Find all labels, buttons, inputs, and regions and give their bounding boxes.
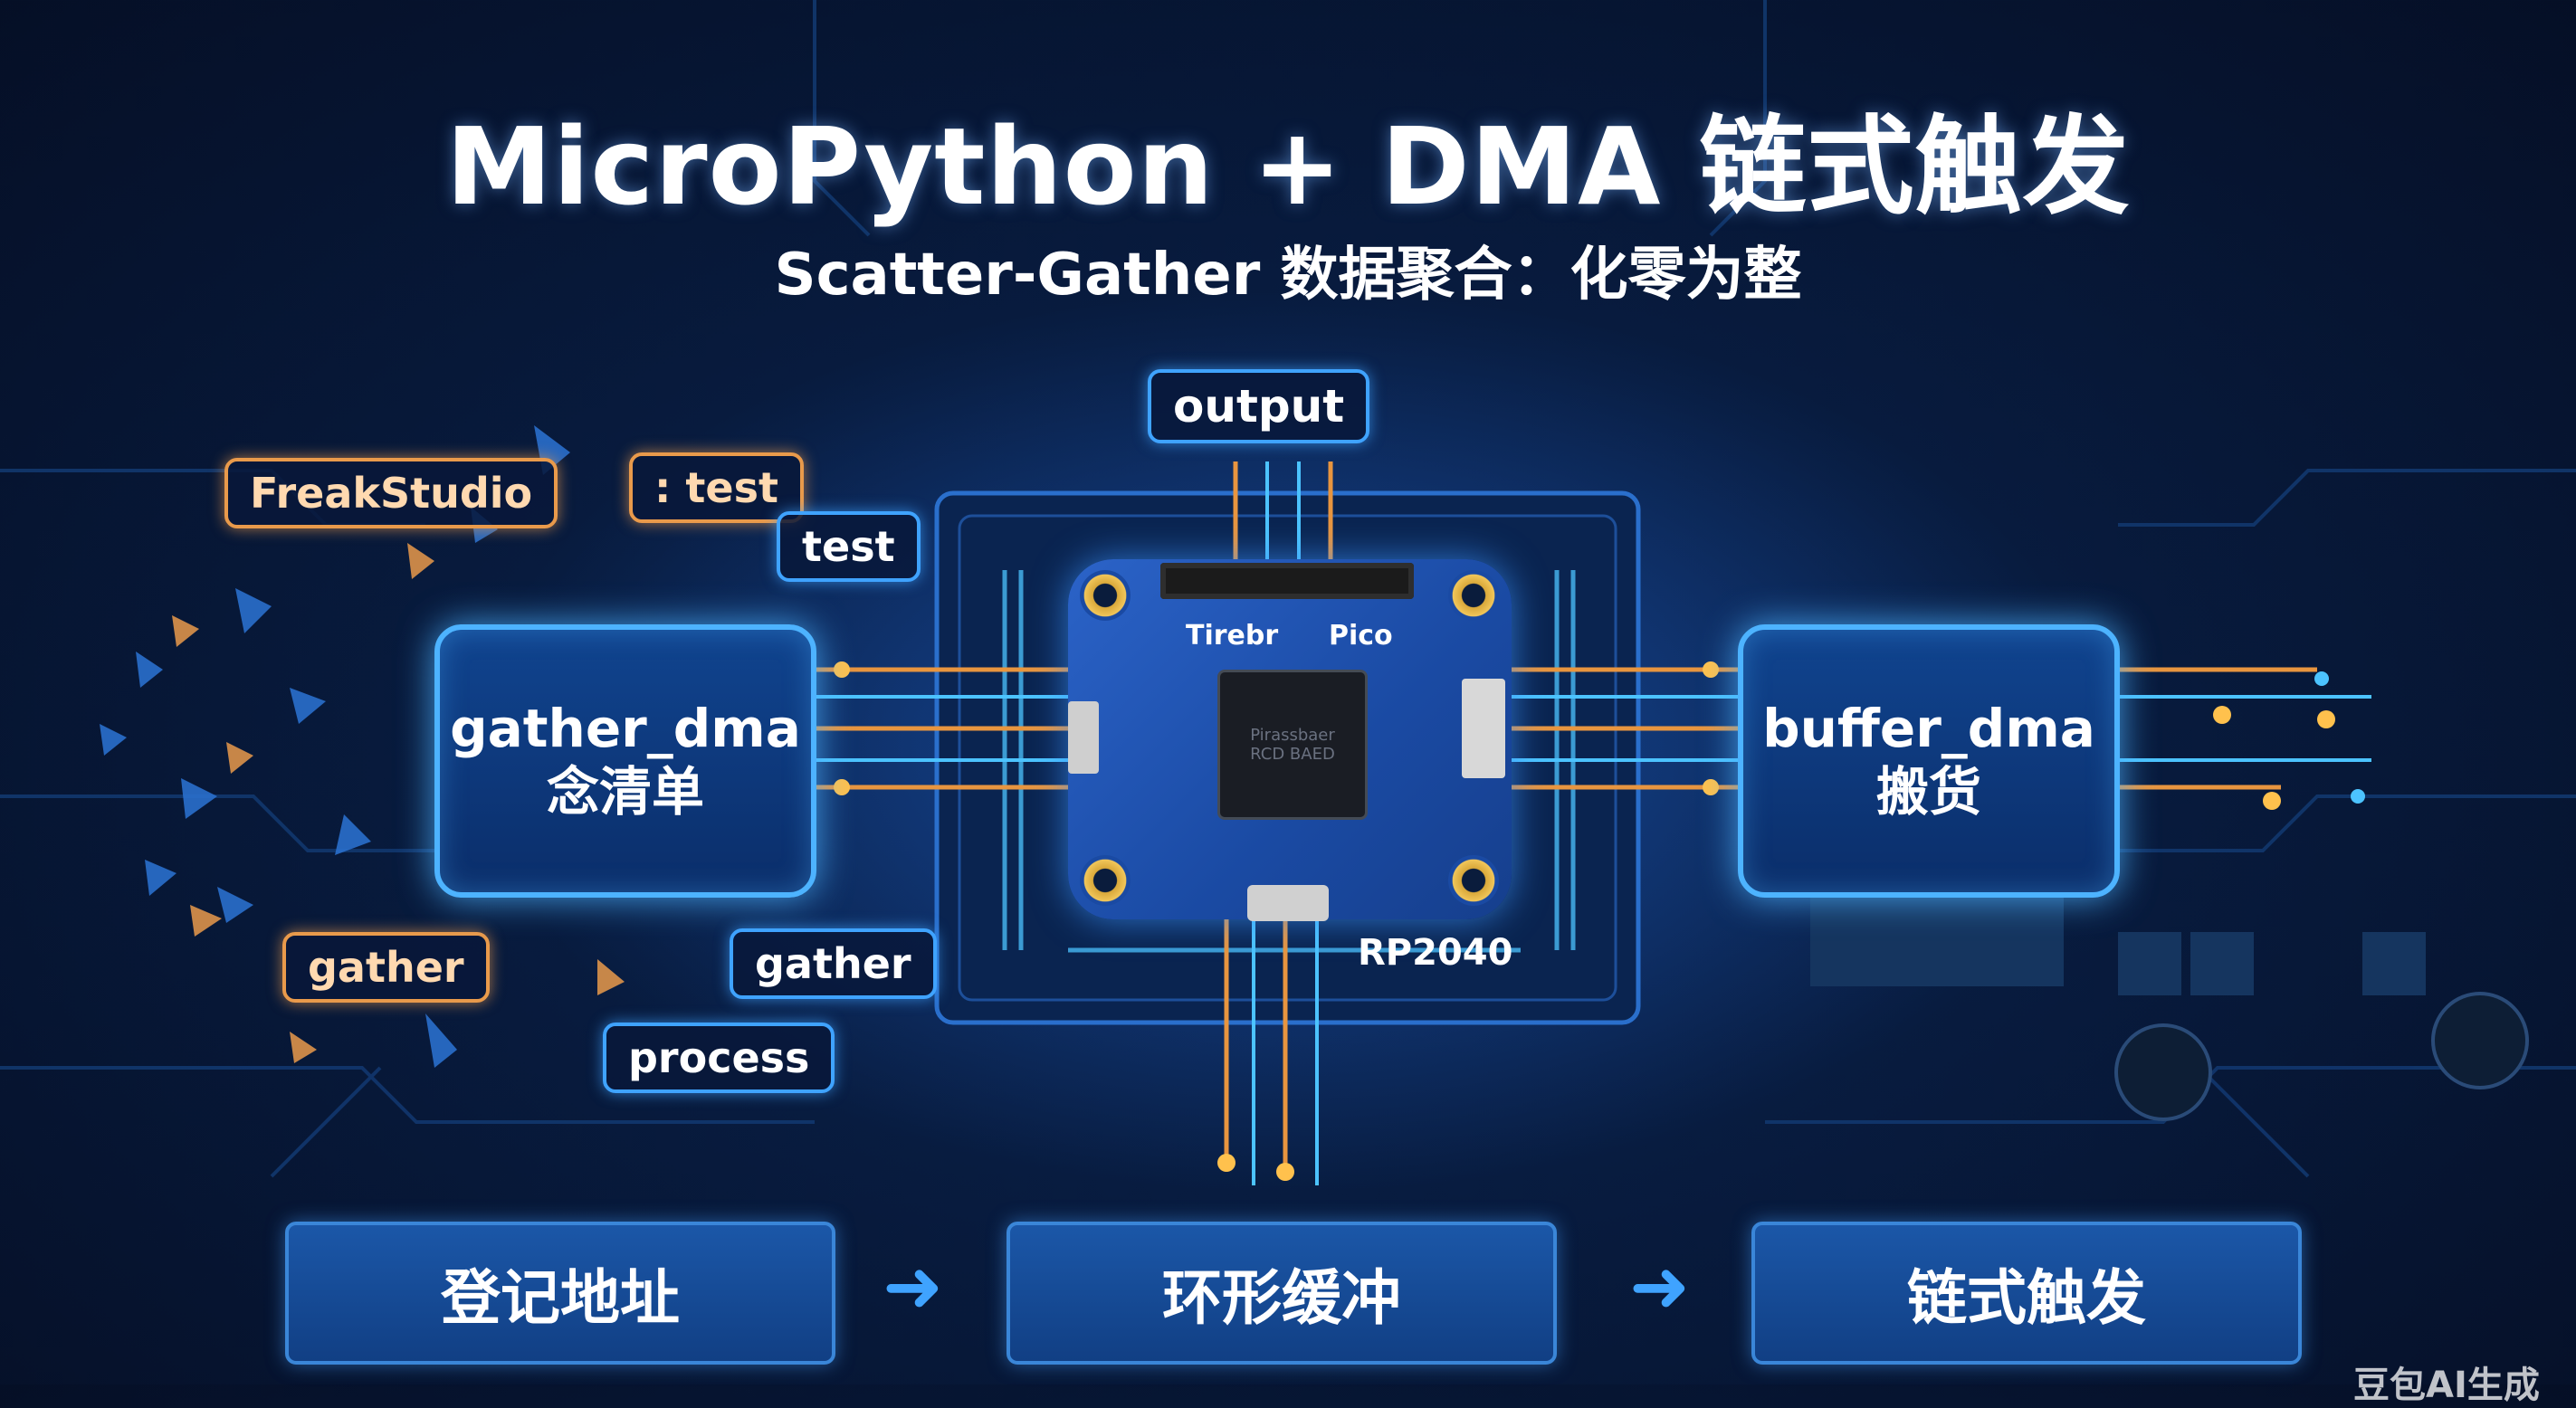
gather-tag-left: gather <box>282 932 490 1003</box>
step-chain-trigger: 链式触发 <box>1751 1222 2302 1365</box>
process-tag: process <box>603 1023 835 1093</box>
mcu-chip: Pirassbaer RCD BAED <box>1217 670 1368 820</box>
rp2040-label: RP2040 <box>1358 932 1513 974</box>
mount-hole-icon <box>1080 855 1131 906</box>
usb-port-icon <box>1247 885 1329 921</box>
gather-tag-right: gather <box>730 928 937 999</box>
page-title: MicroPython + DMA 链式触发 <box>445 104 2131 229</box>
watermark: 豆包AI生成 <box>2353 1365 2540 1406</box>
gather-dma-desc: 念清单 <box>546 761 704 823</box>
buffer-dma-box: buffer_dma 搬货 <box>1738 624 2120 898</box>
gather-dma-box: gather_dma 念清单 <box>434 624 816 898</box>
test-tag-right: test <box>777 511 921 582</box>
connector-left <box>1068 701 1099 774</box>
step-ring-buffer: 环形缓冲 <box>1007 1222 1557 1365</box>
output-tag: output <box>1148 369 1370 443</box>
test-tag-top: : test <box>629 452 804 523</box>
freakstudio-tag: FreakStudio <box>224 458 558 528</box>
mount-hole-icon <box>1448 570 1499 621</box>
page-subtitle: Scatter-Gather 数据聚合：化零为整 <box>774 242 1802 309</box>
mount-hole-icon <box>1080 570 1131 621</box>
chip-marking-2: RCD BAED <box>1250 745 1335 764</box>
mount-hole-icon <box>1448 855 1499 906</box>
connector-right <box>1462 679 1505 778</box>
buffer-dma-desc: 搬货 <box>1875 761 1981 823</box>
header-pins <box>1160 563 1414 599</box>
board-brand-right: Pico <box>1329 620 1393 652</box>
buffer-dma-label: buffer_dma <box>1762 698 2095 760</box>
arrow-right-icon: ➜ <box>883 1244 944 1328</box>
gather-dma-label: gather_dma <box>450 698 801 760</box>
board-brand-left: Tirebr <box>1186 620 1279 652</box>
arrow-right-icon: ➜ <box>1629 1244 1691 1328</box>
chip-marking-1: Pirassbaer <box>1250 726 1335 745</box>
step-register-address: 登记地址 <box>285 1222 835 1365</box>
